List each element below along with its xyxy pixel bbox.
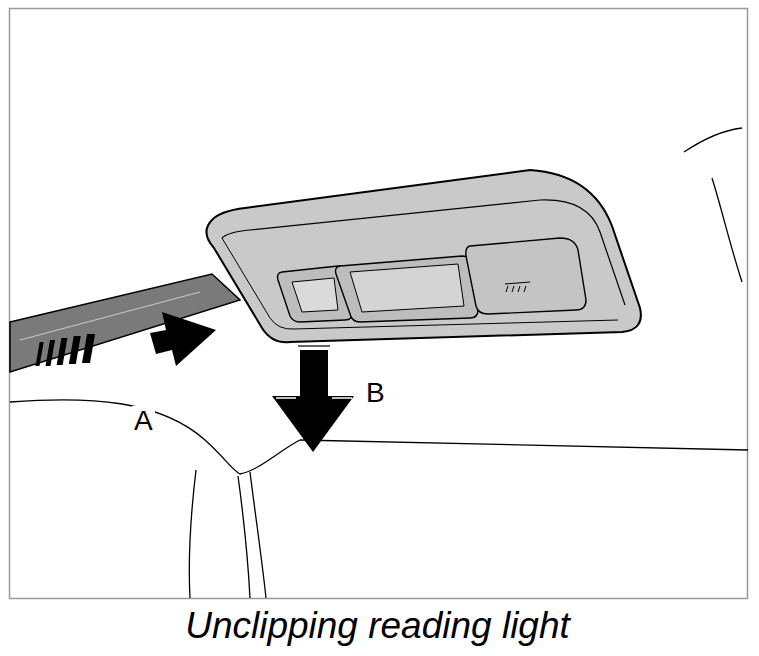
push-arrow <box>35 312 216 366</box>
caption: Unclipping reading light <box>185 606 570 647</box>
interior-lines <box>10 128 748 598</box>
pull-arrow <box>272 346 354 452</box>
frame <box>10 9 748 599</box>
part-label: A <box>132 406 155 436</box>
trim-tool <box>10 274 240 372</box>
part-label: B <box>364 378 387 408</box>
reading-light <box>206 170 640 342</box>
